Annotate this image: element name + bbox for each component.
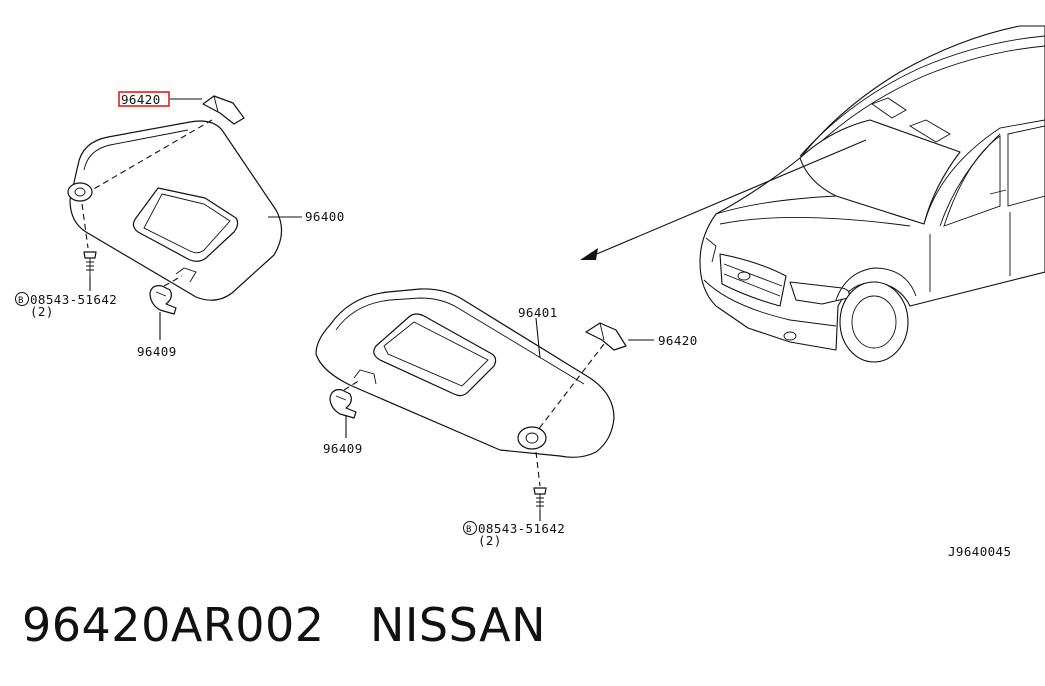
right-bolt-dashed-line (535, 451, 541, 487)
highlight-box (118, 91, 170, 107)
right-holder-dashed-line (343, 379, 361, 391)
callout-96420-right: 96420 (658, 333, 698, 348)
right-clip-dashed-line (537, 343, 605, 431)
callout-96420-highlighted: 96420 (121, 92, 161, 107)
left-holder-dashed-line (163, 275, 183, 287)
qty-left: (2) (30, 304, 54, 319)
brand-name: NISSAN (369, 598, 547, 652)
vehicle-illustration (699, 25, 1045, 363)
left-clip-part (202, 95, 245, 125)
part-number: 96420AR002 (22, 598, 325, 652)
leader-line (535, 317, 541, 359)
diagram-code: J9640045 (948, 544, 1011, 559)
part-caption: 96420AR002 NISSAN (22, 598, 546, 652)
callout-08543-51642-left: 08543-51642 (30, 292, 117, 307)
right-sun-visor (315, 288, 615, 458)
right-bolt-part (533, 487, 547, 510)
bolt-symbol: B (466, 525, 472, 535)
left-bolt-label: B 08543-51642 (2) (15, 292, 117, 319)
bolt-symbol: B (18, 296, 24, 306)
left-holder-part (149, 285, 177, 315)
left-bolt-dashed-line (81, 203, 89, 249)
right-clip-part (585, 322, 627, 351)
callout-96409-left: 96409 (137, 344, 177, 359)
right-bolt-label: B 08543-51642 (2) (463, 521, 565, 548)
callout-96409-right: 96409 (323, 441, 363, 456)
callout-96401: 96401 (518, 305, 558, 320)
location-arrow (580, 139, 867, 260)
callout-96400: 96400 (305, 209, 345, 224)
left-bolt-part (83, 251, 97, 276)
right-holder-part (329, 389, 357, 419)
left-sun-visor (67, 120, 283, 301)
qty-right: (2) (478, 533, 502, 548)
callout-08543-51642-right: 08543-51642 (478, 521, 565, 536)
left-clip-dashed-line (91, 119, 213, 191)
